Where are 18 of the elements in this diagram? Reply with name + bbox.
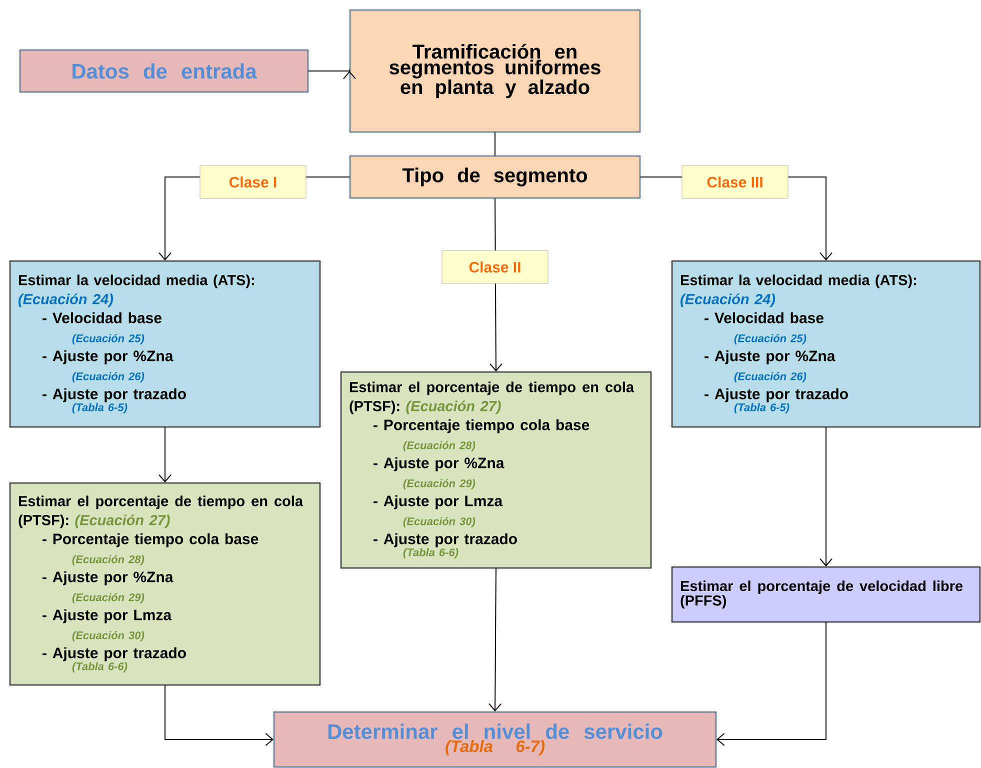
process-box: Tipo de segmento: [350, 156, 640, 198]
arrow: [820, 427, 833, 566]
arrow: [308, 69, 356, 80]
process-box: Estimar el porcentaje de tiempo en cola (PTSF): (Ecuación 27) - Porcentaje tiempo cola base (Ecuación 28) - Ajuste por %Zna (Ecuación 29) - Ajuste por Lmza (Ecuación 30) - Ajuste por trazado (Tabla 6-6): [340, 372, 652, 568]
process-box: Estimar el porcentaje de velocidad libre (PFFS): [672, 566, 981, 622]
process-box: Datos de entrada: [20, 50, 308, 92]
process-box: Estimar la velocidad media (ATS): (Ecuación 24) - Velocidad base (Ecuación 25) - Ajuste por %Zna (Ecuación 26) - Ajuste por trazado (Tabla 6-5): [672, 260, 981, 428]
arrow: [488, 568, 502, 712]
arrow: [716, 622, 827, 746]
class-label: Clase III: [682, 165, 788, 199]
arrow: [164, 685, 274, 746]
class-label: Clase II: [442, 250, 548, 284]
process-box: Determinar el nivel de servicio (Tabla 6-7): [274, 712, 717, 768]
process-box: Estimar el porcentaje de tiempo en cola (PTSF): (Ecuación 27) - Porcentaje tiempo cola base (Ecuación 28) - Ajuste por %Zna (Ecuación 29) - Ajuste por Lmza (Ecuación 30) - Ajuste por trazado (Tabla 6-6): [10, 482, 320, 686]
arrow: [158, 427, 172, 482]
process-box: Estimar la velocidad media (ATS): (Ecuación 24) - Velocidad base (Ecuación 25) - Ajuste por %Zna (Ecuación 26) - Ajuste por trazado (Tabla 6-5): [10, 260, 320, 428]
class-label: Clase I: [200, 165, 306, 199]
process-box: Tramificación en segmentos uniformes en planta y alzado: [350, 10, 640, 132]
